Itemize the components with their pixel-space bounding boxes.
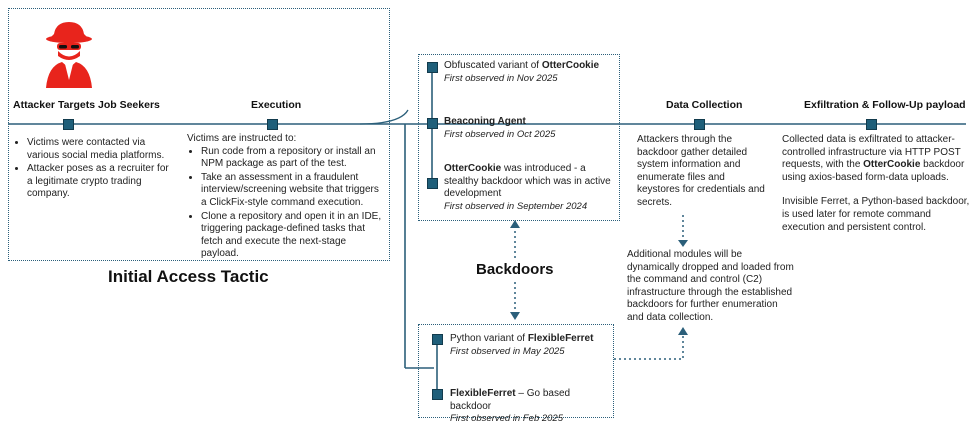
backdoor-name: OtterCookie	[541, 60, 600, 71]
exfiltration-description: Collected data is exfiltrated to attacke…	[782, 134, 970, 234]
execution-intro: Victims are instructed to:	[187, 133, 297, 144]
initial-access-box	[8, 8, 390, 261]
arrow-head-return	[678, 327, 688, 335]
observed-date: First observed in May 2025	[450, 345, 565, 357]
timeline-node-attacker	[63, 119, 74, 130]
backdoor-entry-ottercookie-obf: Obfuscated variant of OtterCookie First …	[444, 60, 616, 85]
execution-description: Victims are instructed to: Run code from…	[187, 133, 385, 262]
arrow-head-dc	[678, 240, 688, 247]
attacker-description: Victims were contacted via various socia…	[13, 137, 173, 202]
timeline-node-exfiltration	[866, 119, 877, 130]
observed-date: First observed in Nov 2025	[444, 72, 558, 84]
backdoor-name: OtterCookie	[444, 163, 502, 174]
backdoor-entry-ottercookie: OtterCookie was introduced - a stealthy …	[444, 163, 618, 213]
execution-bullet: Run code from a repository or install an…	[201, 146, 385, 171]
data-collection-additional: Additional modules will be dynamically d…	[627, 249, 794, 323]
backdoor-name: FlexibleFerret	[527, 333, 594, 344]
execution-bullet: Take an assessment in a fraudulent inter…	[201, 172, 385, 210]
exfil-followup: Invisible Ferret, a Python-based backdoo…	[782, 196, 970, 233]
backdoor-name: FlexibleFerret	[450, 388, 516, 399]
initial-access-label: Initial Access Tactic	[108, 267, 269, 286]
stage-title-execution: Execution	[251, 99, 302, 111]
backdoor-node-beaconing	[427, 118, 438, 129]
exfil-text: backdoor using axios-based form-data upl…	[782, 159, 965, 183]
backdoor-node-flexibleferret-py	[432, 334, 443, 345]
timeline-node-data-collection	[694, 119, 705, 130]
exfil-bold: OtterCookie	[863, 159, 921, 171]
stage-title-exfiltration: Exfiltration & Follow-Up payload	[804, 99, 966, 111]
backdoor-entry-beaconing: Beaconing Agent First observed in Oct 20…	[444, 116, 616, 141]
backdoor-node-ottercookie-obf	[427, 62, 438, 73]
backdoor-text: was introduced - a stealthy backdoor whi…	[444, 163, 611, 200]
execution-bullet: Clone a repository and open it in an IDE…	[201, 211, 385, 261]
backdoors-top-box	[418, 54, 620, 221]
backdoor-name: Beaconing Agent	[444, 116, 526, 127]
data-collection-description: Attackers through the backdoor gather de…	[637, 134, 765, 208]
backdoor-text: – Go based backdoor	[450, 388, 571, 412]
attacker-bullet: Attacker poses as a recruiter for a legi…	[27, 163, 173, 201]
arrow-head-up	[510, 220, 520, 228]
backdoor-text: Python variant of	[450, 333, 528, 344]
arrow-head-down	[510, 312, 520, 320]
attacker-bullet: Victims were contacted via various socia…	[27, 137, 173, 162]
backdoor-text: Obfuscated variant of	[444, 60, 542, 71]
branch-to-backdoors-top	[359, 109, 409, 125]
backdoor-entry-flexibleferret-py: Python variant of FlexibleFerret First o…	[450, 333, 610, 358]
backdoor-entry-flexibleferret-go: FlexibleFerret – Go based backdoor First…	[450, 388, 610, 426]
backdoor-node-flexibleferret-go	[432, 389, 443, 400]
observed-date: First observed in September 2024	[444, 200, 588, 212]
dotted-return-arrow	[614, 333, 684, 360]
observed-date: First observed in Feb 2025	[450, 413, 564, 425]
stage-title-attacker: Attacker Targets Job Seekers	[13, 99, 160, 111]
timeline-node-execution	[267, 119, 278, 130]
stage-title-data-collection: Data Collection	[666, 99, 743, 111]
backdoor-node-ottercookie	[427, 178, 438, 189]
observed-date: First observed in Oct 2025	[444, 128, 556, 140]
hacker-icon	[40, 18, 98, 90]
backdoors-label: Backdoors	[476, 261, 554, 278]
backdoors-bottom-box	[418, 324, 614, 418]
exfil-text: Collected data is exfiltrated to attacke…	[782, 134, 961, 171]
